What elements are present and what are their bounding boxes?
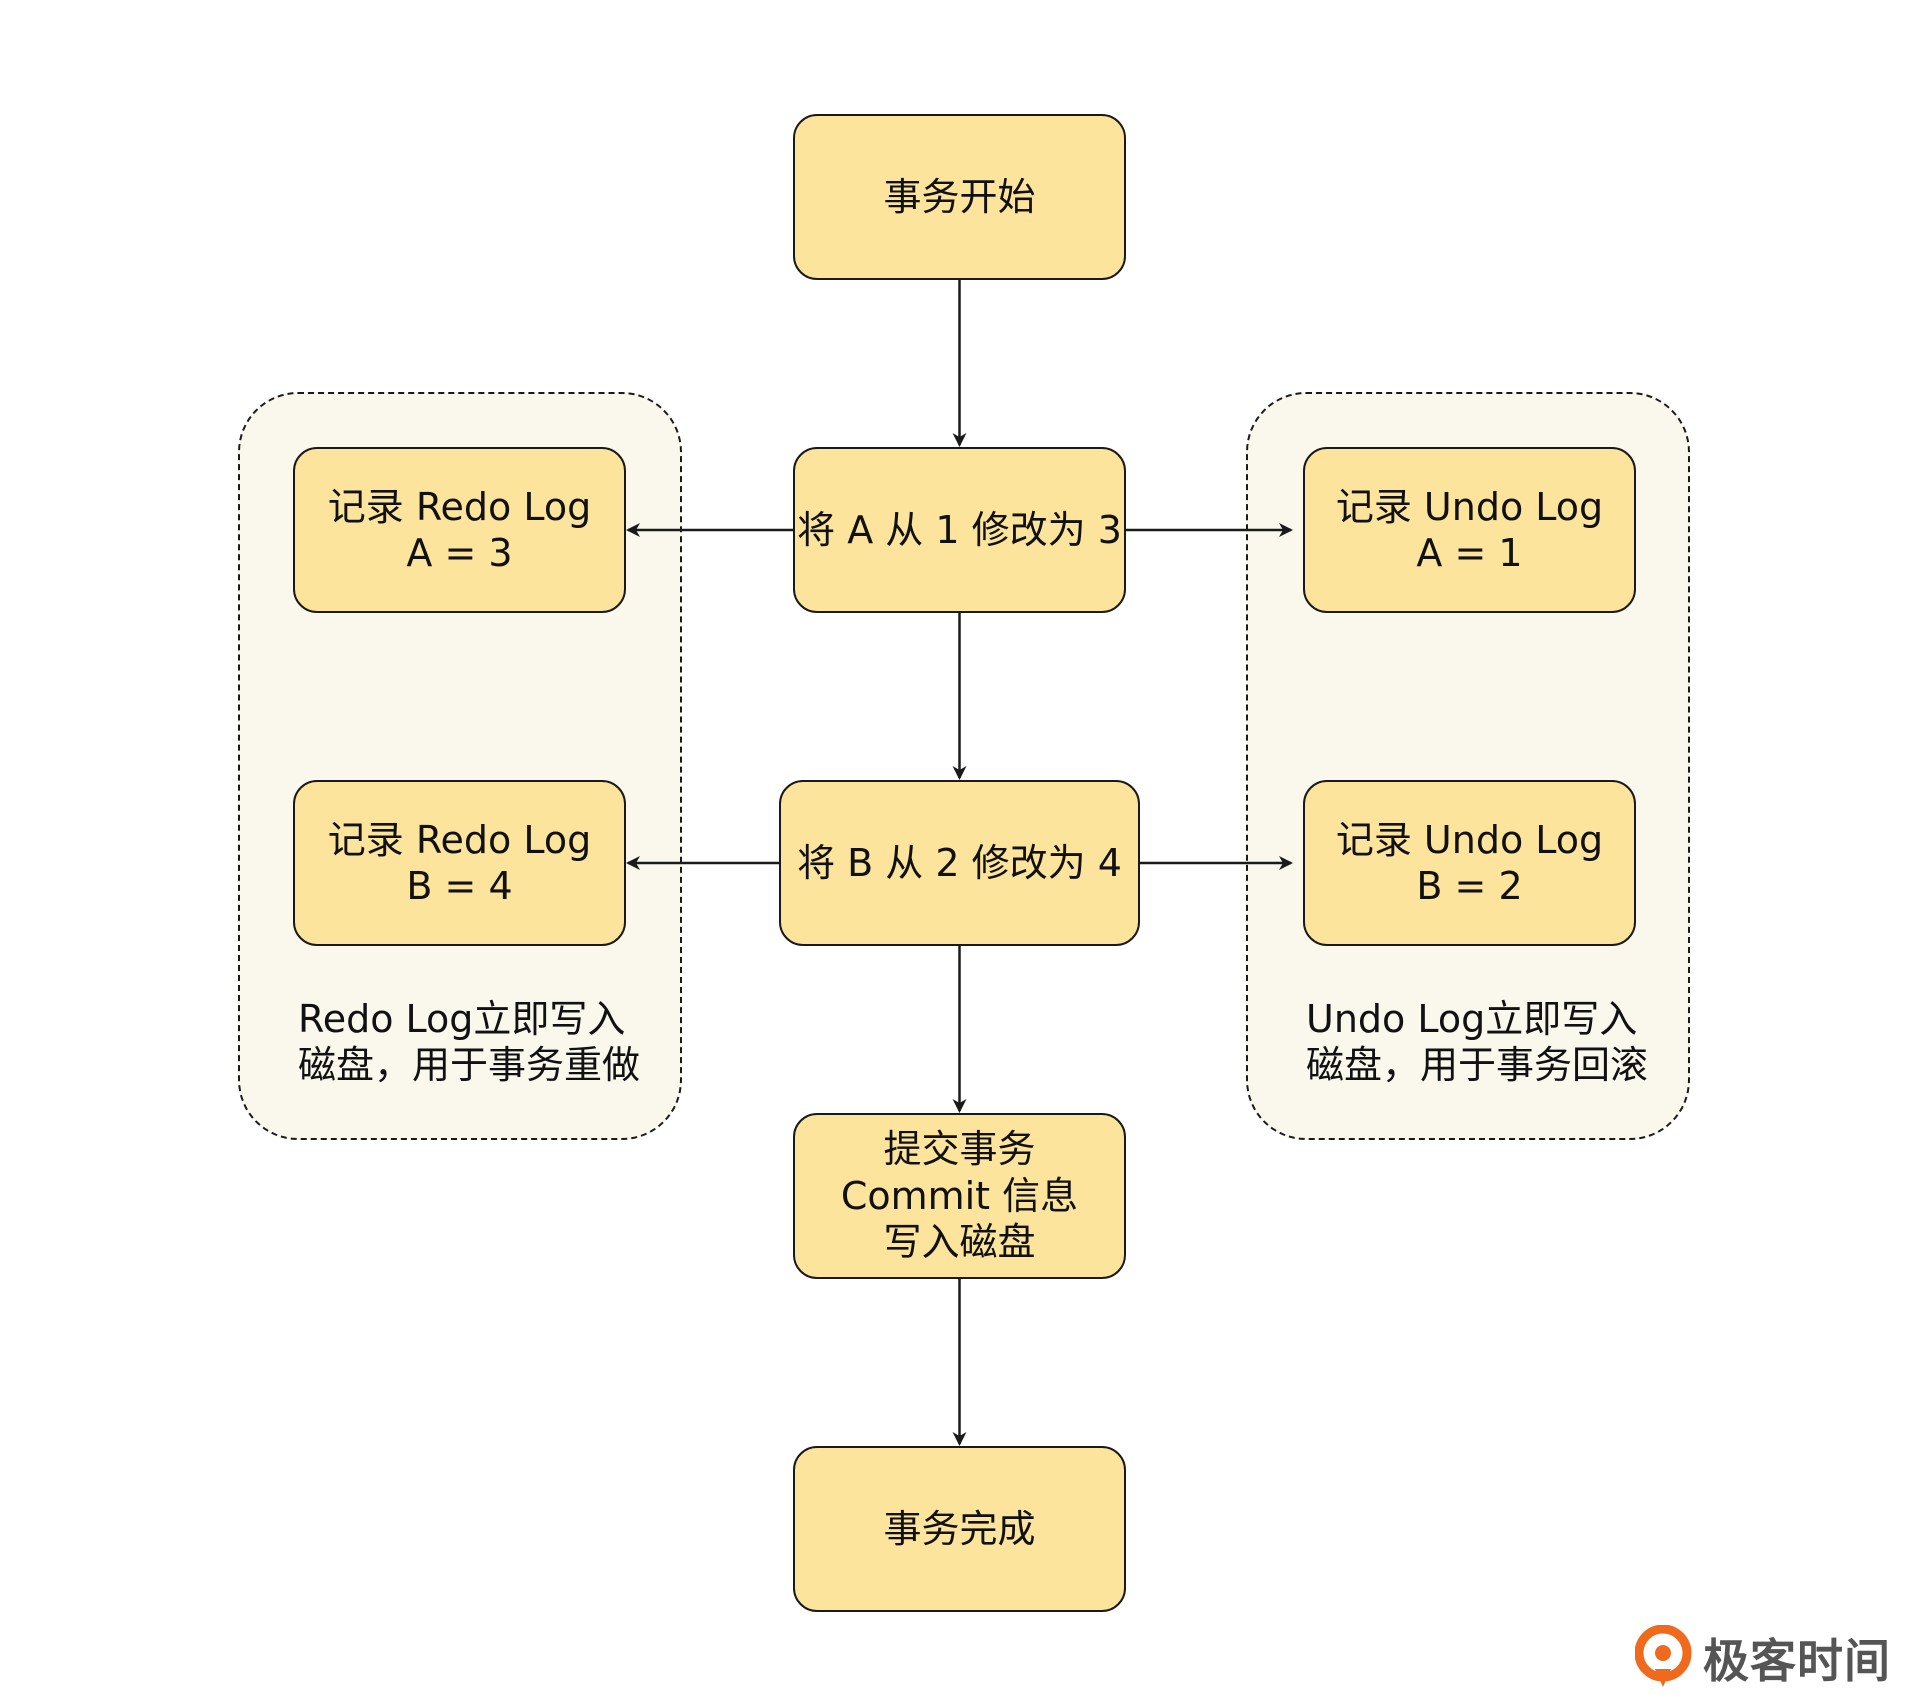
node-undo-log-b-value: B = 2: [1416, 864, 1523, 908]
node-redo-log-b: 记录 Redo Log B = 4: [293, 780, 626, 946]
undo-log-note-line-2: 磁盘，用于事务回滚: [1306, 1043, 1649, 1088]
redo-log-note-line-1: Redo Log立即写入: [298, 997, 626, 1041]
redo-log-note-line-2: 磁盘，用于事务重做: [298, 1043, 641, 1088]
undo-log-note-line-1: Undo Log立即写入: [1306, 997, 1638, 1041]
node-undo-log-b-title: 记录 Undo Log: [1335, 817, 1604, 862]
node-modify-a: 将 A 从 1 修改为 3: [793, 447, 1126, 613]
node-redo-log-a-value: A = 3: [406, 531, 513, 575]
node-commit-label-2: Commit 信息: [840, 1173, 1079, 1218]
node-undo-log-b: 记录 Undo Log B = 2: [1303, 780, 1636, 946]
node-transaction-start-label: 事务开始: [883, 174, 1036, 219]
node-commit-label-3: 写入磁盘: [883, 1220, 1036, 1265]
geektime-logo-text: 极客时间: [1703, 1634, 1891, 1688]
node-undo-log-a-value: A = 1: [1416, 531, 1523, 575]
node-transaction-start: 事务开始: [793, 114, 1126, 280]
undo-log-note: Undo Log立即写入 磁盘，用于事务回滚: [1306, 996, 1648, 1089]
node-modify-b: 将 B 从 2 修改为 4: [779, 780, 1140, 946]
node-transaction-done-label: 事务完成: [883, 1506, 1036, 1551]
node-redo-log-b-value: B = 4: [406, 864, 513, 908]
node-modify-b-label: 将 B 从 2 修改为 4: [797, 840, 1122, 885]
node-redo-log-a: 记录 Redo Log A = 3: [293, 447, 626, 613]
node-modify-a-label: 将 A 从 1 修改为 3: [797, 507, 1122, 552]
node-commit-label-1: 提交事务: [883, 1127, 1036, 1172]
node-commit: 提交事务 Commit 信息 写入磁盘: [793, 1113, 1126, 1279]
node-redo-log-b-title: 记录 Redo Log: [327, 817, 592, 862]
geektime-logo: 极客时间: [1635, 1620, 1891, 1696]
geektime-logo-icon: [1635, 1625, 1692, 1687]
node-undo-log-a: 记录 Undo Log A = 1: [1303, 447, 1636, 613]
node-undo-log-a-title: 记录 Undo Log: [1335, 484, 1604, 529]
node-transaction-done: 事务完成: [793, 1446, 1126, 1612]
redo-log-note: Redo Log立即写入 磁盘，用于事务重做: [298, 996, 640, 1089]
node-redo-log-a-title: 记录 Redo Log: [327, 484, 592, 529]
